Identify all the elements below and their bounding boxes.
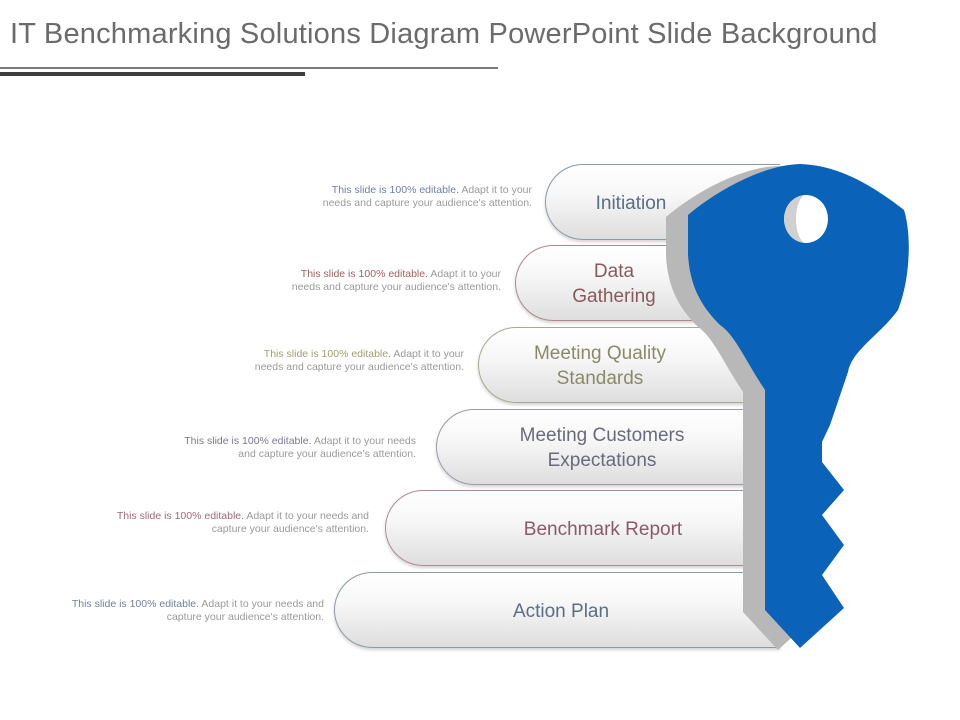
description-rest: Adapt it to your [459,184,532,196]
description-line2: needs and capture your audience's attent… [322,197,532,209]
step-description: This slide is 100% editable. Adapt it to… [184,435,416,461]
description-line2: needs and capture your audience's attent… [291,281,501,293]
slide-title: IT Benchmarking Solutions Diagram PowerP… [10,18,878,50]
step-initiation: Initiation [545,164,780,240]
description-rest: Adapt it to your needs [311,435,416,447]
step-benchmark-report: Benchmark Report [385,490,780,566]
description-line2: capture your audience's attention. [211,523,369,535]
step-label: Initiation [595,192,667,214]
description-rest: Adapt it to your [428,268,501,280]
description-line2: and capture your audience's attention. [238,448,416,460]
description-rest: Adapt it to your needs and [244,510,369,522]
description-lead: This slide is 100% editable. [331,184,460,196]
description-rest: Adapt it to your [391,348,464,360]
description-rest: Adapt it to your needs and [199,598,324,610]
step-action-plan: Action Plan [334,572,780,648]
title-rule-thin [0,67,498,69]
description-lead: This slide is 100% editable. [116,510,245,522]
step-label: Action Plan [512,600,610,622]
description-lead: This slide is 100% editable. [300,268,429,280]
step-description: This slide is 100% editable. Adapt it to… [292,268,501,294]
description-lead: This slide is 100% editable. [263,348,392,360]
description-line2: needs and capture your audience's attent… [254,361,464,373]
title-rule-thick [0,72,305,76]
step-description: This slide is 100% editable. Adapt it to… [323,184,532,210]
description-line2: capture your audience's attention. [166,611,324,623]
key-hole-shade [784,195,806,243]
step-label: Benchmark Report [523,518,683,540]
key-hole [784,195,828,243]
step-description: This slide is 100% editable. Adapt it to… [255,348,464,374]
step-description: This slide is 100% editable. Adapt it to… [72,598,324,624]
description-lead: This slide is 100% editable. [184,435,312,447]
step-description: This slide is 100% editable. Adapt it to… [117,510,369,536]
description-lead: This slide is 100% editable. [71,598,200,610]
